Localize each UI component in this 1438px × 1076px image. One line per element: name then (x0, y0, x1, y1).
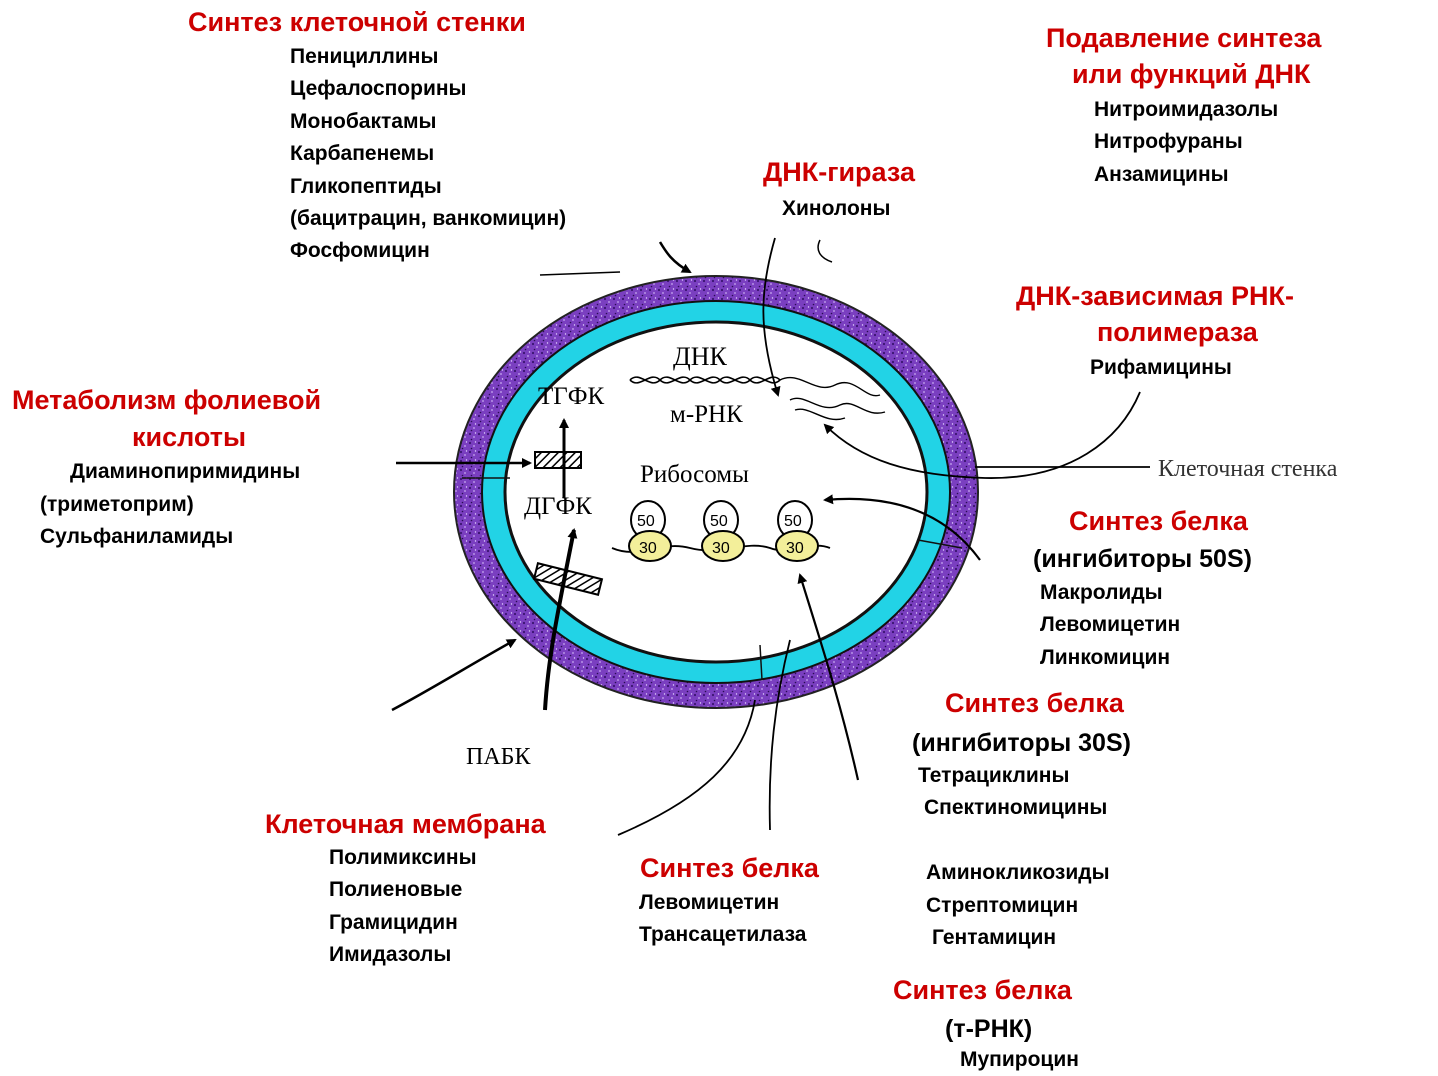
drug-item: Полимиксины (329, 842, 477, 874)
rna-polymerase-list: Рифамицины (1090, 352, 1232, 384)
protein-50s-subheading: (ингибиторы 50S) (1033, 543, 1252, 575)
label-thfa: ТГФК (538, 383, 604, 410)
drug-item: Нитроимидазолы (1094, 94, 1278, 126)
ribosome-50-label: 50 (637, 513, 655, 530)
enzyme-block-upper (535, 452, 581, 468)
dna-gyrase-list: Хинолоны (782, 193, 890, 225)
label-dna: ДНК (673, 342, 728, 371)
label-paba: ПАБК (466, 744, 531, 770)
drug-item: Анзамицины (1094, 159, 1278, 191)
dna-suppression-heading-1: Подавление синтеза (1046, 22, 1321, 54)
pointer-membrane (392, 640, 515, 710)
ribosome-30-label: 30 (639, 540, 657, 557)
dna-suppression-list: Нитроимидазолы Нитрофураны Анзамицины (1094, 94, 1278, 191)
ribosome-50-label: 50 (710, 513, 728, 530)
dna-gyrase-heading: ДНК-гираза (763, 156, 915, 188)
drug-item: Грамицидин (329, 907, 477, 939)
protein-50s-list: Макролиды Левомицетин Линкомицин (1040, 577, 1180, 674)
drug-item: Хинолоны (782, 193, 890, 225)
ribosome-30-label: 30 (786, 540, 804, 557)
protein-50s-heading: Синтез белка (1069, 505, 1248, 537)
rna-polymerase-heading-1: ДНК-зависимая РНК- (1016, 280, 1294, 312)
folate-heading-1: Метаболизм фолиевой (12, 384, 321, 416)
ribosome-50-label: 50 (784, 513, 802, 530)
drug-item: Рифамицины (1090, 352, 1232, 384)
protein-transacetylase-heading: Синтез белка (640, 852, 819, 884)
drug-item: Гентамицин (918, 922, 1110, 954)
pointer-transacetylase (618, 700, 755, 835)
drug-item: Диаминопиримидины (70, 456, 300, 488)
label-cell-wall: Клеточная стенка (1158, 456, 1338, 482)
drug-item: Линкомицин (1040, 642, 1180, 674)
drug-item: Пенициллины (290, 41, 566, 73)
drug-item: Макролиды (1040, 577, 1180, 609)
drug-item: Фосфомицин (290, 235, 566, 267)
protein-30s-subheading: (ингибиторы 30S) (912, 727, 1131, 759)
membrane-heading: Клеточная мембрана (265, 808, 546, 840)
dna-suppression-heading-2: или функций ДНК (1072, 58, 1310, 90)
drug-item: Мупироцин (960, 1044, 1079, 1076)
drug-item: Левомицетин (1040, 609, 1180, 641)
rna-polymerase-heading-2: полимераза (1097, 316, 1258, 348)
drug-item: Стрептомицин (918, 890, 1110, 922)
wall-synthesis-list: Пенициллины Цефалоспорины Монобактамы Ка… (290, 41, 566, 268)
label-dhfa: ДГФК (524, 493, 592, 520)
protein-trna-heading: Синтез белка (893, 974, 1072, 1006)
drug-item: Левомицетин (639, 887, 806, 919)
label-ribosomes: Рибосомы (640, 461, 749, 488)
ribosome-30-label: 30 (712, 540, 730, 557)
spacer (918, 825, 1110, 857)
folate-heading-2: кислоты (132, 421, 246, 453)
drug-item: (триметоприм) (40, 489, 194, 521)
membrane-list: Полимиксины Полиеновые Грамицидин Имидаз… (329, 842, 477, 972)
wall-synthesis-heading: Синтез клеточной стенки (188, 6, 526, 38)
drug-item: Гликопептиды (290, 171, 566, 203)
drug-item: Аминокликозиды (918, 857, 1110, 889)
drug-item: Цефалоспорины (290, 73, 566, 105)
protein-transacetylase-list: Левомицетин Трансацетилаза (639, 887, 806, 952)
protein-30s-heading: Синтез белка (945, 687, 1124, 719)
drug-item: Спектиномицины (918, 792, 1110, 824)
cytoplasm (505, 322, 927, 662)
protein-30s-list: Тетрациклины Спектиномицины Аминокликози… (918, 760, 1110, 954)
pointer-wall (660, 242, 690, 272)
drug-item: Тетрациклины (918, 760, 1110, 792)
drug-item: Карбапенемы (290, 138, 566, 170)
drug-item: Полиеновые (329, 874, 477, 906)
drug-item: (бацитрацин, ванкомицин) (290, 203, 566, 235)
drug-item: Имидазолы (329, 939, 477, 971)
protein-trna-subheading: (т-РНК) (945, 1013, 1032, 1045)
label-mrna: м-РНК (670, 401, 743, 428)
drug-item: Сульфаниламиды (40, 521, 233, 553)
drug-item: Монобактамы (290, 106, 566, 138)
drug-item: Нитрофураны (1094, 126, 1278, 158)
drug-item: Трансацетилаза (639, 919, 806, 951)
